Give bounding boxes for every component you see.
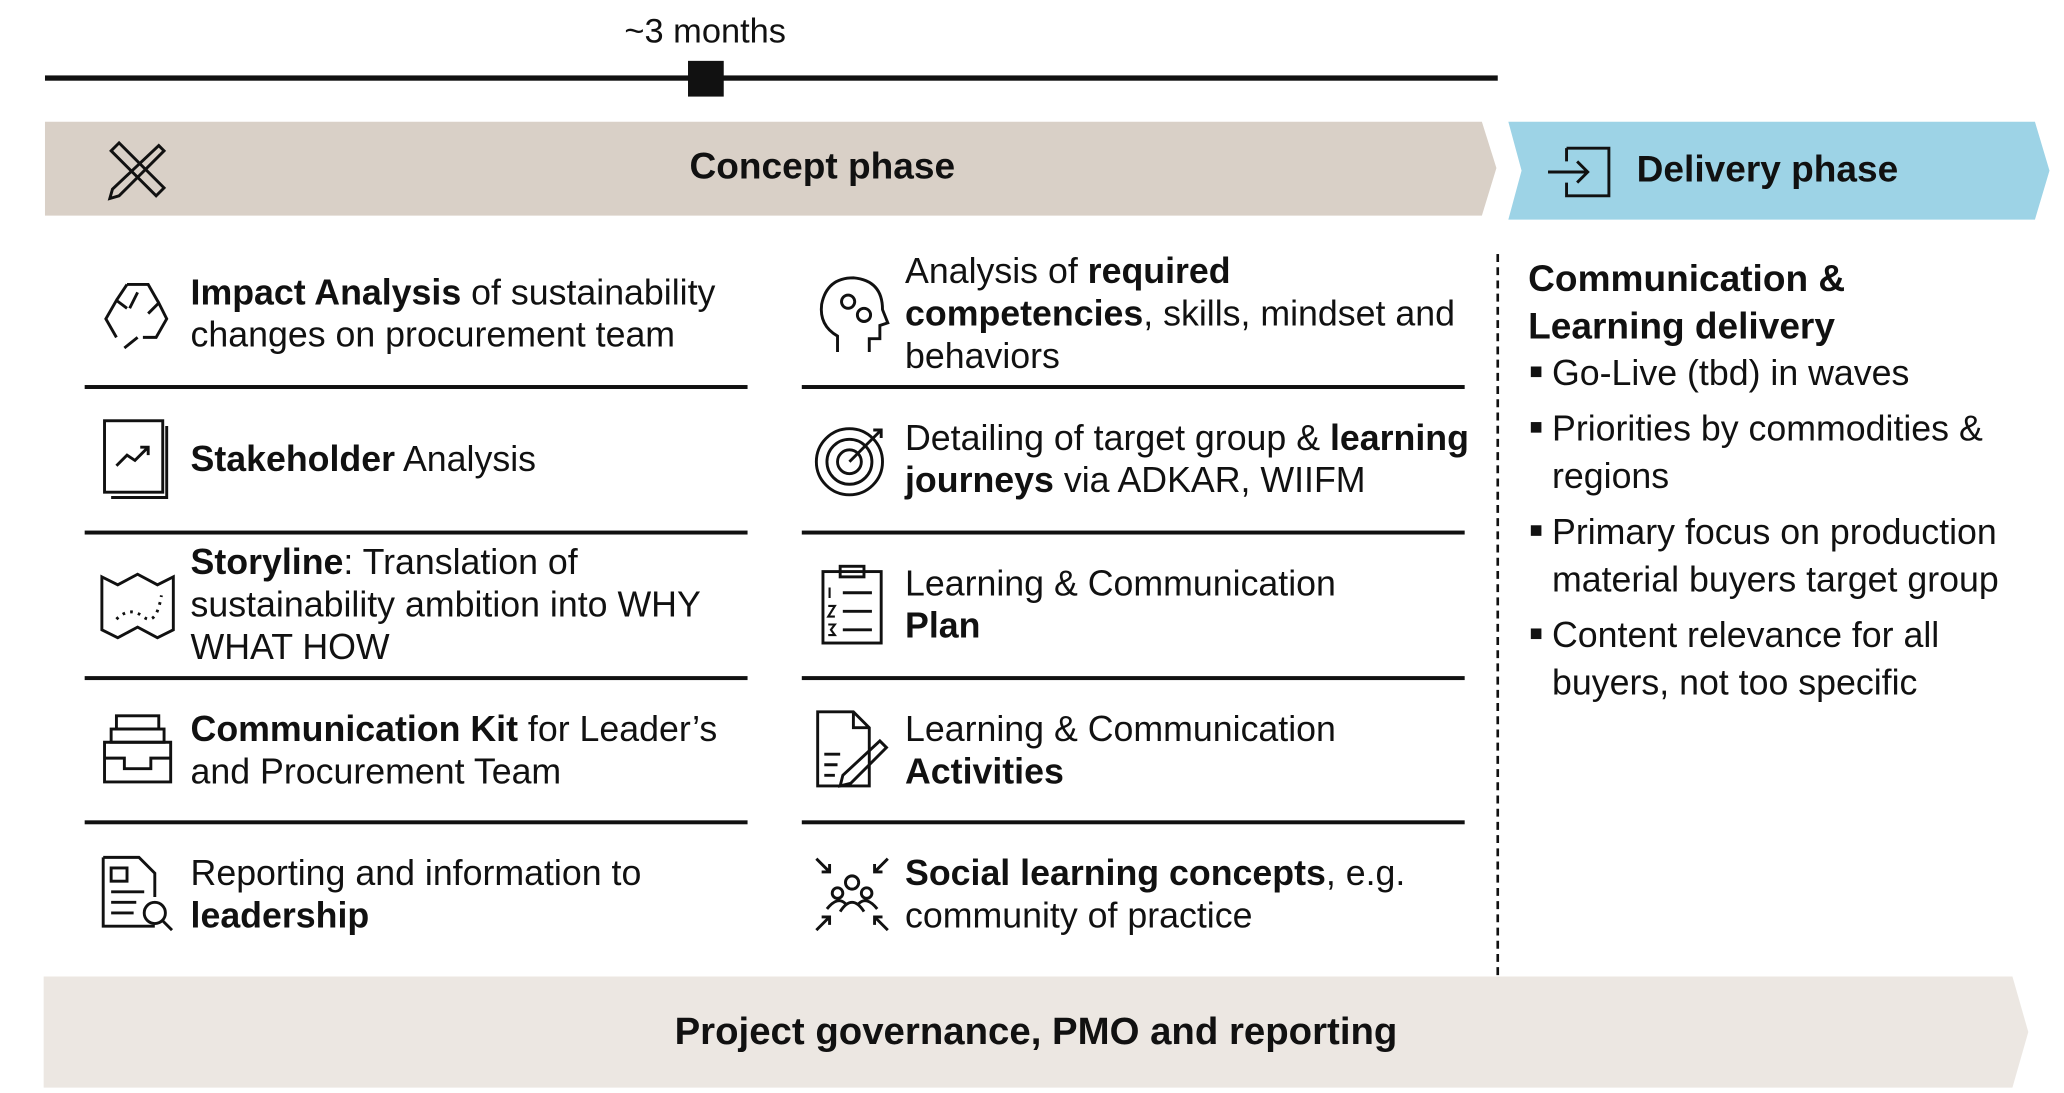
delivery-bullets: Go-Live (tbd) in waves Priorities by com…: [1528, 349, 2057, 714]
delivery-bullet: Content relevance for all buyers, not to…: [1528, 611, 2057, 706]
phase-separator-dashed: [1496, 254, 1500, 976]
timeline-marker: [688, 60, 724, 97]
item-bold: Stakeholder: [190, 439, 396, 479]
item-text: Analysis: [395, 439, 537, 479]
document-pen-icon: [816, 710, 889, 788]
concept-item-plan: Learning & Communication Plan: [799, 539, 1474, 671]
delivery-bullet: Primary focus on production material buy…: [1528, 508, 2057, 603]
divider: [84, 530, 748, 535]
item-text: Learning & Communication: [905, 563, 1336, 604]
delivery-heading-line: Communication &: [1528, 258, 1846, 300]
clipboard-list-icon: [821, 564, 883, 645]
divider: [801, 676, 1465, 681]
delivery-bullet: Priorities by commodities & regions: [1528, 405, 2057, 500]
chart-document-icon: [103, 419, 169, 499]
inbox-tray-icon: [103, 714, 173, 784]
delivery-bullet: Go-Live (tbd) in waves: [1528, 349, 2057, 397]
item-text: , e.g. community of practice: [905, 853, 1406, 936]
item-bold: Communication Kit: [190, 709, 518, 749]
item-text: via ADKAR, WIIFM: [1053, 460, 1366, 501]
concept-item-impact-analysis: Impact Analysis of sustainability change…: [85, 247, 747, 379]
item-bold: Storyline: [190, 542, 344, 583]
divider: [84, 820, 748, 825]
concept-item-activities: Learning & Communication Activities: [799, 684, 1474, 816]
concept-item-learning-journeys: Detailing of target group & learning jou…: [799, 393, 1474, 525]
governance-title: Project governance, PMO and reporting: [674, 1010, 1398, 1054]
delivery-phase-title: Delivery phase: [1636, 148, 1899, 190]
recycle-icon: [104, 283, 169, 350]
concept-item-storyline: Storyline: Translation of sustainability…: [85, 539, 747, 671]
concept-item-competencies: Analysis of required competencies, skill…: [799, 247, 1474, 379]
item-bold: required competencies: [905, 251, 1231, 334]
delivery-heading: Communication & Learning delivery: [1528, 255, 1845, 350]
item-text: Analysis of: [905, 251, 1088, 292]
concept-item-reporting: Reporting and information to leadership: [85, 828, 747, 960]
map-icon: [100, 572, 175, 640]
governance-bar: [43, 976, 2029, 1088]
head-gears-icon: [819, 276, 890, 352]
concept-phase-title: Concept phase: [689, 145, 956, 187]
item-bold: learning journeys: [905, 418, 1469, 501]
people-network-icon: [815, 857, 889, 932]
item-bold: Activities: [905, 751, 1064, 792]
item-bold: Plan: [905, 605, 981, 646]
item-text: of sustainability changes on procurement…: [190, 272, 716, 355]
item-text: : Translation of sustainability ambition…: [190, 542, 701, 667]
item-bold: leadership: [190, 895, 370, 936]
concept-item-stakeholder: Stakeholder Analysis: [85, 393, 747, 525]
ruler-pencil-icon: [107, 140, 167, 201]
timeline-duration-label: ~3 months: [624, 10, 787, 51]
item-text: Detailing of target group &: [905, 418, 1330, 458]
concept-item-social-learning: Social learning concepts, e.g. community…: [799, 828, 1474, 960]
item-bold: Impact Analysis: [190, 272, 462, 313]
item-text: Reporting and information to: [190, 853, 642, 894]
divider: [801, 385, 1465, 389]
item-text: for Leader’s and Procurement Team: [190, 709, 718, 792]
target-icon: [814, 427, 884, 497]
divider: [801, 820, 1465, 825]
delivery-heading-line: Learning delivery: [1528, 305, 1835, 347]
timeline-line: [44, 75, 1498, 81]
divider: [84, 385, 748, 389]
concept-phase-bar: [44, 121, 1497, 216]
divider: [801, 530, 1465, 535]
concept-item-communication-kit: Communication Kit for Leader’s and Procu…: [85, 684, 747, 816]
delivery-phase-bar: [1508, 121, 2050, 220]
divider: [84, 676, 748, 681]
item-text: , skills, mindset and behaviors: [905, 293, 1455, 376]
item-bold: Social learning concepts: [905, 853, 1326, 894]
enter-arrow-icon: [1548, 146, 1611, 198]
item-text: Learning & Communication: [905, 709, 1336, 749]
report-search-icon: [101, 855, 174, 932]
